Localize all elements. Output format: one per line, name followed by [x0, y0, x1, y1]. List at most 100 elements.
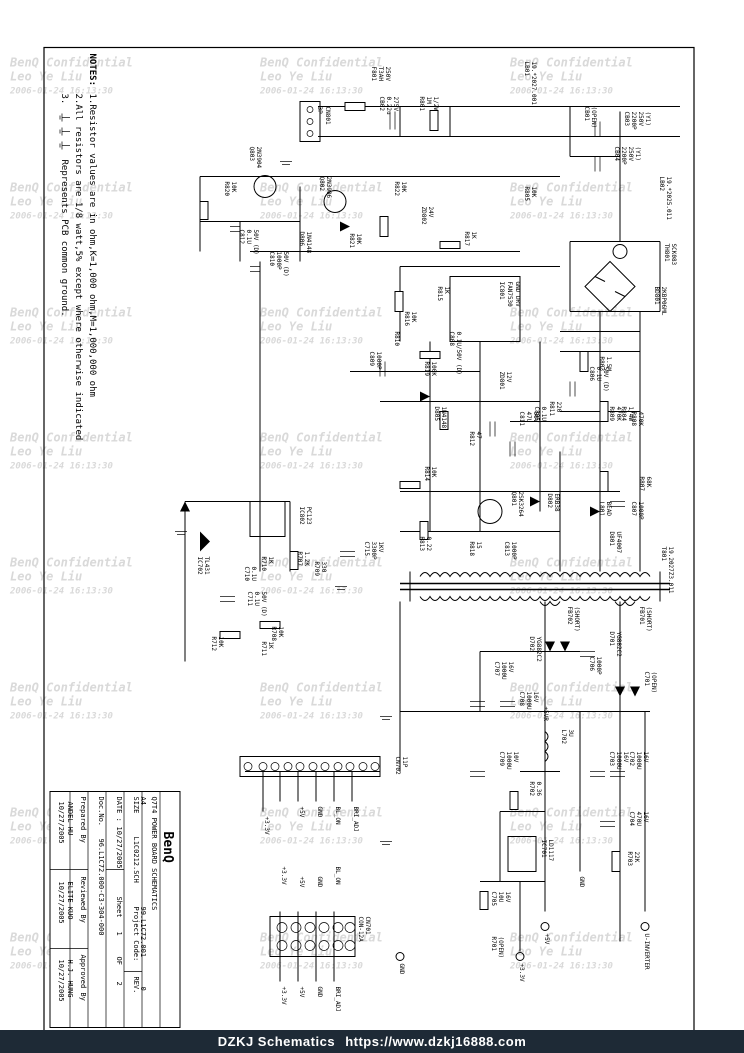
watermark-line3: 2006-01-24 16:13:30 [259, 837, 364, 847]
d802-label: D802 [546, 494, 553, 509]
f801-value: T3AH [377, 67, 384, 82]
r805-value: 10K [530, 187, 537, 198]
watermark-line1: BenQ Confidential [259, 431, 383, 445]
r708-label: R708 [270, 627, 277, 642]
watermark-line1: BenQ Confidential [509, 681, 633, 695]
bd801-part: 2KBP06ML [660, 287, 667, 316]
lf801-label: LB01 [523, 62, 530, 77]
r817-value: 1K [470, 232, 477, 240]
notes-title: NOTES: [87, 54, 97, 87]
d701-part: YG882C2 [615, 632, 622, 658]
r803-value: 1.5M [605, 357, 612, 372]
r822-label: R822 [393, 182, 400, 197]
net-gnd-out: GND [398, 964, 405, 975]
c706-value: 1000P [595, 657, 602, 675]
c808-value: 0.1U/50V (D) [455, 332, 462, 375]
c807-value: 1000P [637, 502, 644, 520]
r814-value: 10K [430, 467, 437, 478]
c705-label: C705 [490, 892, 497, 907]
d805-part: 1N4148 [440, 407, 447, 429]
r815-label: R815 [436, 287, 443, 302]
ground-symbols [59, 113, 70, 150]
d702-label: D702 [528, 637, 535, 652]
watermark-line2: Leo Ye Liu [260, 570, 332, 584]
approved-date: 10/27/2005 [57, 960, 65, 1002]
note-3: Represents PCB common ground. [59, 160, 69, 317]
watermark-line1: BenQ Confidential [9, 431, 133, 445]
footer-banner: DZKJ Schematics https://www.dzkj16888.co… [0, 1030, 744, 1053]
project-label: Project Code: [132, 907, 140, 962]
footer-url[interactable]: https://www.dzkj16888.com [345, 1034, 527, 1049]
watermark-line3: 2006-01-24 16:13:30 [509, 462, 614, 472]
c702-label: C702 [628, 752, 635, 767]
watermark-line2: Leo Ye Liu [510, 695, 582, 709]
project-value: 99.L1C72.001 [139, 907, 147, 958]
watermark-block: BenQ Confidential Leo Ye Liu 2006-01-24 … [9, 681, 133, 722]
zd802-value: 24V [427, 207, 434, 218]
watermark-line3: 2006-01-24 16:13:30 [259, 962, 364, 972]
net-labels: +5VR +5V +3.3V GND U-INVERTER GND +3.3V … [263, 707, 650, 1012]
r807-label: R807 [638, 477, 645, 492]
c806-value: 0.1U [595, 367, 602, 382]
watermark-block: BenQ Confidential Leo Ye Liu 2006-01-24 … [509, 181, 633, 222]
rev-value: 0 [139, 987, 147, 991]
c805-value: 0.1U [540, 407, 547, 422]
c709-rating: 10V [512, 752, 519, 763]
ic801-function: GND DRV [514, 282, 521, 308]
watermark-block: BenQ Confidential Leo Ye Liu 2006-01-24 … [509, 806, 633, 847]
watermark-line3: 2006-01-24 16:13:30 [259, 212, 364, 222]
watermark-line1: BenQ Confidential [509, 931, 633, 945]
cb03-value: 2200P [630, 112, 637, 130]
watermark-line2: Leo Ye Liu [10, 195, 82, 209]
c715-label: C715 [363, 542, 370, 557]
c711-value: 0.1U [253, 592, 260, 607]
q801-symbol [477, 499, 503, 524]
size-value: A4 [139, 797, 147, 805]
r814-label: R814 [423, 467, 430, 482]
ic801-label: IC801 [498, 282, 505, 300]
cn701-pin-33v-b: +3.3V [280, 987, 287, 1005]
net-5vr: +5VR [542, 707, 549, 722]
c701-label: C701 [643, 672, 650, 687]
c702-rating: 16V [642, 752, 649, 763]
cn701-pin-33v: +3.3V [280, 867, 287, 885]
watermark-line2: Leo Ye Liu [10, 320, 82, 334]
watermark-line3: 2006-01-24 16:13:30 [259, 462, 364, 472]
q803-part: 2N3904 [255, 147, 262, 169]
cn701-type: CON-12A [357, 917, 364, 943]
pc701-label: IC802 [298, 507, 305, 525]
r712-value: 10K [217, 637, 224, 648]
r818-value: 15 [475, 542, 482, 550]
r702-value: 0.36 [535, 782, 542, 797]
date-value: 10/27/2005 [115, 827, 123, 869]
watermark-line1: BenQ Confidential [9, 56, 133, 70]
r817-label: R817 [463, 232, 470, 247]
r807-value: 68K [645, 477, 652, 488]
c812-label: C812 [238, 230, 245, 245]
cb04-label: CB04 [613, 147, 620, 162]
watermark-line2: Leo Ye Liu [10, 570, 82, 584]
watermark-line1: BenQ Confidential [9, 306, 133, 320]
c706-label: C706 [588, 657, 595, 672]
c702-value: 1000U [635, 752, 642, 770]
r801-watt: 1/2W [432, 97, 439, 112]
q802-part: 2N3906 [325, 177, 332, 199]
r707-label: R707 [296, 552, 303, 567]
r821-value: 10K [355, 234, 362, 245]
cn701-connector [269, 916, 356, 957]
ic702-part: TL431 [203, 557, 210, 575]
r702-label: R702 [528, 782, 535, 797]
c710-label: C710 [243, 567, 250, 582]
watermark-line1: BenQ Confidential [9, 181, 133, 195]
of-value: 2 [115, 982, 123, 986]
watermark-line3: 2006-01-24 16:13:30 [9, 712, 114, 722]
approved-name: H.J. HUNG [66, 960, 74, 998]
c703-rating: 16V [622, 752, 629, 763]
watermark-line1: BenQ Confidential [259, 306, 383, 320]
r811-value: 220 [555, 402, 562, 413]
c701-value: (OPEN) [650, 672, 657, 694]
ic701-label: IC701 [540, 840, 547, 858]
doc-label: Doc.No. [97, 797, 105, 827]
net-gnd-right: GND [578, 877, 585, 888]
